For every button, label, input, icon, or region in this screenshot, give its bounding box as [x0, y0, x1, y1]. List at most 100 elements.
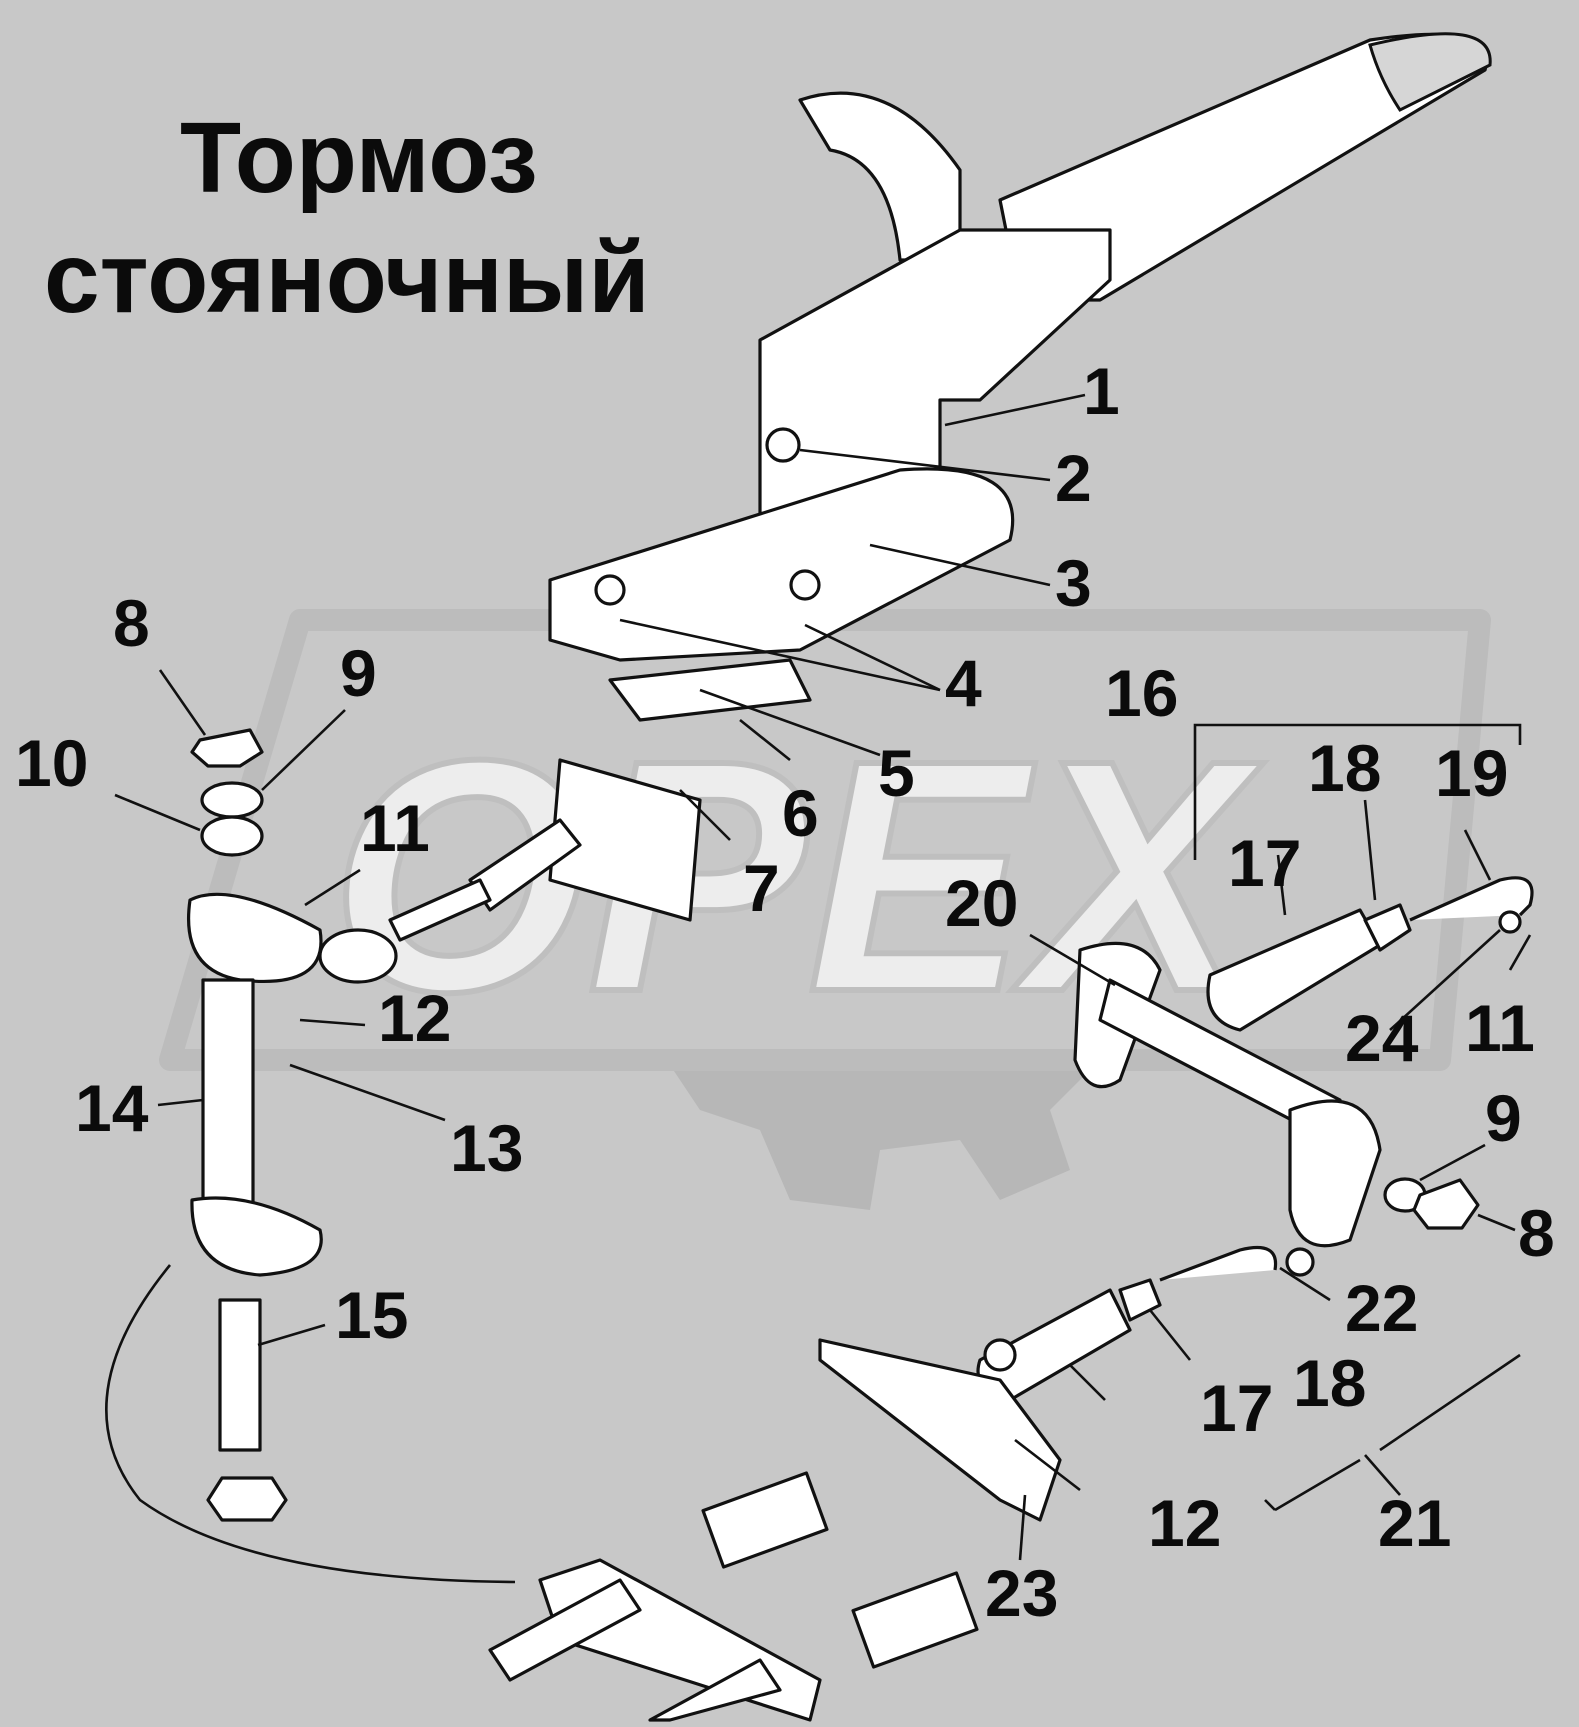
callout-14: 14 [75, 1071, 149, 1145]
leader-10 [114, 793, 201, 832]
leader-6 [739, 718, 791, 762]
assembly-arrow [105, 1264, 516, 1584]
rod-19 [1409, 876, 1534, 922]
leader-17-upper [1276, 854, 1287, 916]
leader-20 [1029, 933, 1116, 987]
rod-eye [318, 928, 398, 984]
callout-18-upper: 18 [1308, 731, 1382, 805]
upper-clevis-rod [1206, 876, 1534, 1032]
callout-18-lower: 18 [1293, 1346, 1367, 1420]
vertical-shaft-assembly [105, 728, 516, 1584]
callout-8-left: 8 [113, 586, 150, 660]
cross-shaft-assembly [1073, 941, 1480, 1248]
mounting-bolt-left [594, 574, 626, 606]
leader-4b [619, 618, 941, 692]
leader-9-right [1419, 1143, 1486, 1182]
leader-1 [944, 393, 1086, 427]
bracket-16 [1193, 723, 1522, 860]
leader-9-left [261, 709, 346, 791]
callout-16: 16 [1105, 656, 1179, 730]
title-line-1: Тормоз [180, 102, 538, 214]
callout-11-right: 11 [1465, 991, 1535, 1065]
leader-7 [679, 789, 731, 841]
callout-10: 10 [15, 726, 89, 800]
callout-12-upper: 12 [378, 981, 452, 1055]
pin-12-lower [983, 1338, 1017, 1372]
callout-9-right: 9 [1485, 1081, 1522, 1155]
leader-3 [869, 543, 1051, 587]
watermark-gear [660, 1050, 1100, 1210]
cable-lower [648, 1658, 782, 1722]
callout-9-left: 9 [340, 636, 377, 710]
bolt-15 [218, 1298, 262, 1452]
leader-11-right [1508, 934, 1532, 971]
leader-15 [257, 1323, 326, 1347]
cable-sleeve-lower [851, 1571, 979, 1669]
title-line-2: стояночный [44, 222, 650, 334]
washer-10 [200, 815, 264, 857]
upper-arm [187, 892, 323, 983]
lever-assembly [548, 32, 1492, 722]
callout-17-lower: 17 [1200, 1371, 1274, 1445]
bracket-21 [1264, 1353, 1521, 1512]
adjuster-rod [318, 758, 702, 984]
callout-8-right: 8 [1518, 1196, 1555, 1270]
cable-bracket [488, 1471, 979, 1722]
nut-8-left [190, 728, 264, 768]
leader-2 [799, 448, 1051, 482]
rod-22 [1159, 1245, 1278, 1282]
leader-18-lower [1148, 1309, 1192, 1361]
cable-sleeve-upper [701, 1471, 829, 1569]
pivot-pin [765, 427, 801, 463]
callout-24: 24 [1345, 1001, 1419, 1075]
callout-11-left: 11 [360, 791, 430, 865]
callout-21: 21 [1378, 1486, 1452, 1560]
leader-12-lower [1014, 1438, 1081, 1492]
callout-17-upper: 17 [1228, 826, 1302, 900]
leader-5 [699, 688, 881, 757]
cable-upper [488, 1578, 642, 1682]
leader-17-lower [1069, 1364, 1106, 1401]
callout-15: 15 [335, 1278, 409, 1352]
clevis-17-upper [1206, 908, 1382, 1032]
washer-9-left [200, 781, 264, 819]
leader-12-upper [299, 1018, 366, 1027]
shaft-14 [201, 978, 255, 1222]
lever-grip [1368, 32, 1492, 112]
leader-lines [114, 393, 1532, 1561]
leader-22 [1279, 1266, 1331, 1302]
lever-base-plate [548, 467, 1015, 662]
mounting-bolt-right [789, 569, 821, 601]
leader-21 [1364, 1454, 1401, 1496]
leader-23 [1018, 1494, 1027, 1561]
callout-5: 5 [878, 736, 915, 810]
leader-8-right [1477, 1213, 1516, 1232]
callout-2: 2 [1055, 441, 1092, 515]
leader-8-left [158, 669, 207, 736]
lower-clevis-rod [818, 1245, 1315, 1522]
leader-4a [804, 623, 941, 692]
lower-arm [190, 1196, 323, 1277]
callout-20: 20 [945, 866, 1019, 940]
locknut-18-upper [1363, 903, 1412, 952]
leader-14 [157, 1098, 204, 1107]
callout-1: 1 [1083, 354, 1120, 428]
leader-11-left [304, 868, 361, 907]
callout-22: 22 [1345, 1271, 1419, 1345]
ratchet-sector [798, 91, 962, 262]
callout-7: 7 [743, 851, 780, 925]
cross-shaft-right-arm [1288, 1099, 1382, 1248]
rod-shaft [388, 878, 492, 942]
mounting-bracket [608, 658, 812, 722]
plate-23 [818, 1338, 1062, 1522]
callout-4: 4 [945, 646, 982, 720]
callout-23: 23 [985, 1556, 1059, 1630]
bolt-15-head [206, 1476, 288, 1522]
callout-3: 3 [1055, 546, 1092, 620]
callout-13: 13 [450, 1111, 524, 1185]
washer-22 [1285, 1247, 1315, 1277]
callout-12-lower: 12 [1148, 1486, 1222, 1560]
leader-18-upper [1363, 799, 1377, 901]
